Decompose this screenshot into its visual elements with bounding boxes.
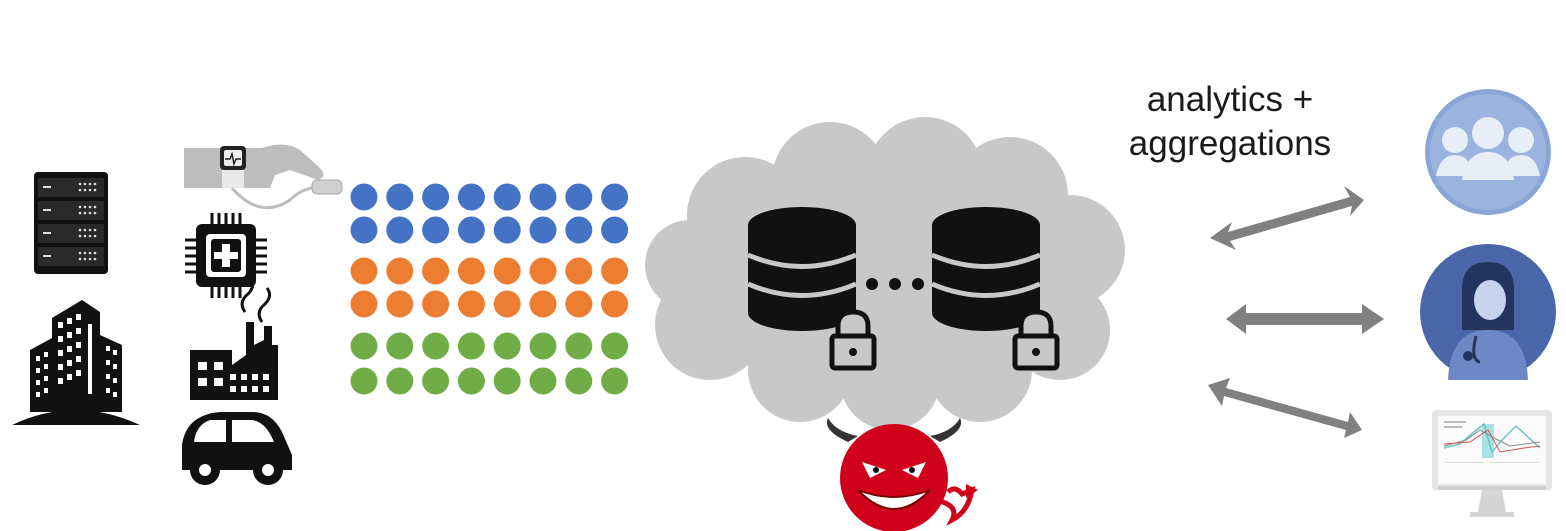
data-point — [565, 290, 593, 318]
data-point — [350, 332, 378, 360]
data-point — [350, 257, 378, 285]
database-1-icon — [747, 207, 857, 331]
data-point — [422, 216, 450, 244]
devil-icon — [826, 418, 978, 531]
data-point — [350, 290, 378, 318]
data-point — [386, 290, 414, 318]
data-point — [350, 216, 378, 244]
data-point — [386, 257, 414, 285]
doctor-icon — [1420, 244, 1556, 380]
car-icon — [182, 412, 292, 485]
data-point — [457, 332, 485, 360]
arrow-to-dashboard — [1208, 378, 1362, 438]
data-point — [565, 367, 593, 395]
data-point — [565, 332, 593, 360]
factory-icon — [190, 277, 278, 400]
medical-chip-icon — [185, 213, 267, 298]
data-point — [457, 216, 485, 244]
data-point — [457, 290, 485, 318]
dashboard-monitor-icon — [1432, 410, 1552, 517]
data-point — [457, 257, 485, 285]
data-point — [529, 332, 557, 360]
data-point — [529, 367, 557, 395]
lock-1-icon — [829, 309, 877, 371]
data-point — [350, 183, 378, 211]
wearable-watch-icon — [184, 144, 343, 210]
data-point — [601, 290, 629, 318]
data-point — [350, 367, 378, 395]
data-point — [529, 290, 557, 318]
arrow-to-users — [1210, 186, 1364, 250]
data-point — [493, 257, 521, 285]
data-point — [601, 183, 629, 211]
data-point — [529, 257, 557, 285]
lock-2-icon — [1012, 309, 1060, 371]
data-point — [601, 332, 629, 360]
data-point — [386, 216, 414, 244]
caption-line-1: analytics + — [1146, 80, 1314, 119]
data-point — [529, 183, 557, 211]
users-group-icon — [1425, 89, 1551, 215]
data-point — [565, 216, 593, 244]
data-point — [493, 183, 521, 211]
data-point — [565, 183, 593, 211]
server-rack-icon — [34, 172, 108, 274]
caption-line-2: aggregations — [1128, 124, 1332, 163]
data-point — [493, 290, 521, 318]
data-points-grid — [350, 183, 629, 395]
data-point — [493, 332, 521, 360]
data-point — [386, 183, 414, 211]
data-point — [386, 367, 414, 395]
data-point — [601, 257, 629, 285]
arrow-to-doctor — [1226, 304, 1384, 334]
data-point — [422, 290, 450, 318]
data-point — [457, 367, 485, 395]
data-point — [422, 332, 450, 360]
ellipsis-dots — [866, 278, 924, 290]
data-point — [601, 367, 629, 395]
data-point — [529, 216, 557, 244]
database-2-icon — [931, 207, 1041, 331]
data-point — [422, 257, 450, 285]
data-point — [493, 216, 521, 244]
data-point — [422, 367, 450, 395]
data-point — [457, 183, 485, 211]
data-point — [493, 367, 521, 395]
cloud-shape — [645, 117, 1125, 430]
analytics-caption: analytics + aggregations — [1090, 78, 1370, 166]
data-point — [565, 257, 593, 285]
data-point — [386, 332, 414, 360]
data-point — [422, 183, 450, 211]
city-buildings-icon — [12, 300, 140, 425]
data-point — [601, 216, 629, 244]
